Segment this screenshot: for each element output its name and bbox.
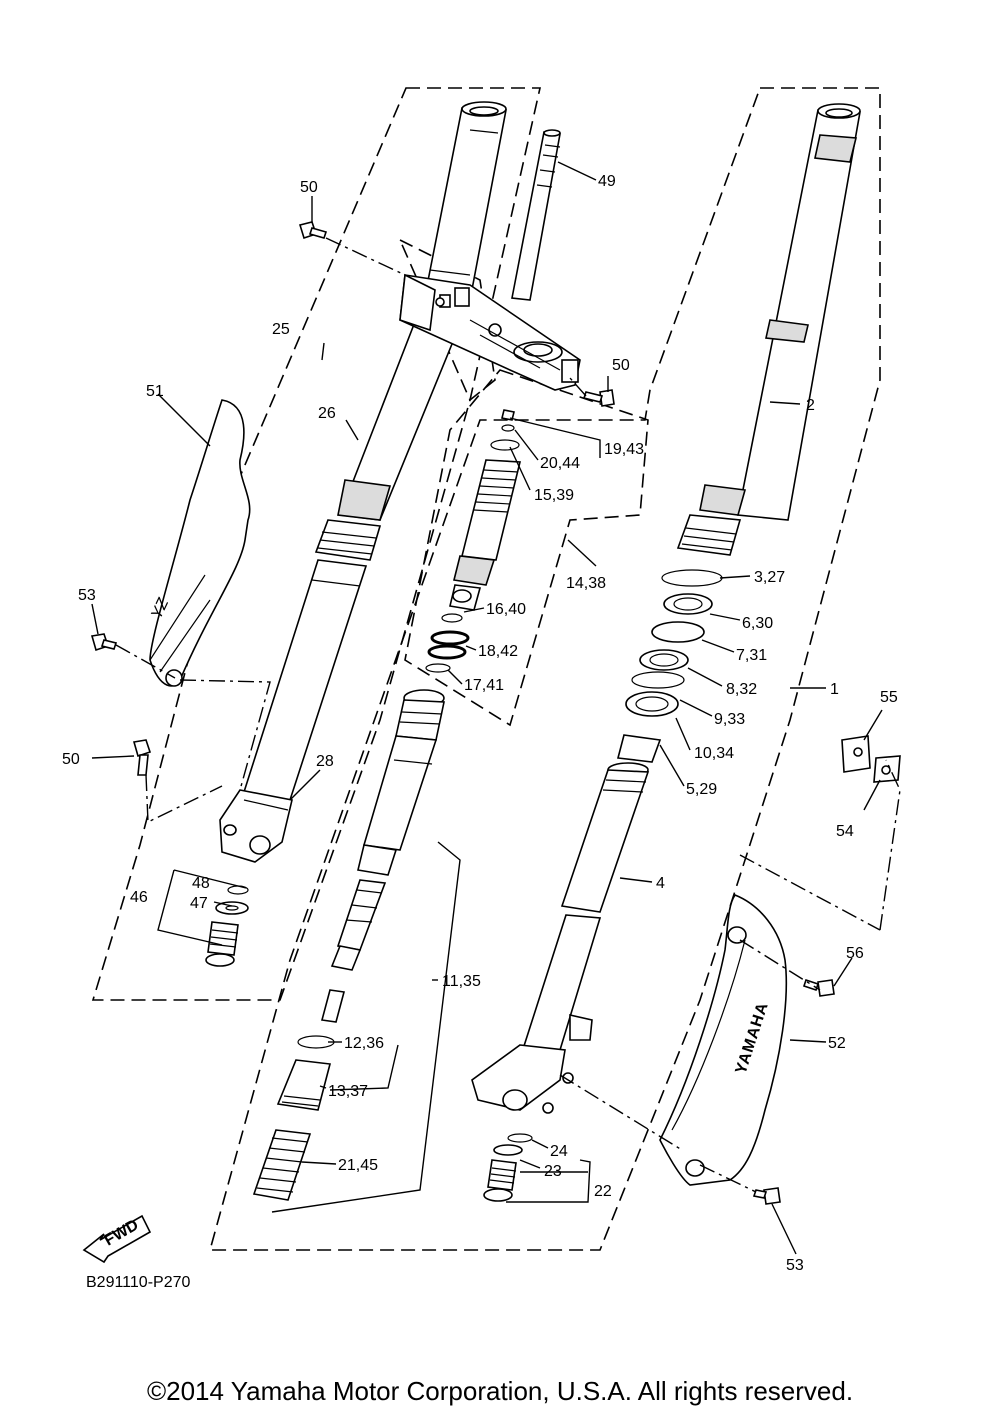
label-20-44: 20,44: [540, 455, 580, 472]
assembly-line-56: [739, 759, 901, 991]
label-51: 51: [146, 383, 164, 400]
cartridge-11-35: [252, 689, 445, 1201]
label-2: 2: [806, 397, 815, 414]
fwd-arrow-icon: FWD: [82, 1214, 152, 1264]
label-1: 1: [830, 681, 839, 698]
label-49: 49: [598, 173, 616, 190]
assembly-line-50-left: [145, 774, 223, 824]
lower-bolt-46: [205, 885, 249, 967]
label-10-34: 10,34: [694, 745, 734, 762]
group-outline-14-38: [404, 369, 649, 727]
assembly-line-51: [115, 644, 271, 791]
label-53-left: 53: [78, 587, 96, 604]
label-13-37: 13,37: [328, 1083, 368, 1100]
seals-right: [616, 569, 723, 763]
fork-guard-52: YAMAHA: [659, 894, 788, 1186]
label-50-right: 50: [612, 357, 630, 374]
label-26: 26: [318, 405, 336, 422]
assembly-line-52: [559, 1074, 683, 1151]
label-16-40: 16,40: [486, 601, 526, 618]
axle-bracket-28: [219, 789, 293, 863]
callout-labels: 50 49 25 50 51 2 26 19,43 20,44 15,39 3,…: [62, 173, 898, 1274]
label-52: 52: [828, 1035, 846, 1052]
figure-code: B291110-P270: [86, 1274, 190, 1291]
bolt-53-right: [752, 1187, 781, 1205]
assembly-line-50-top: [325, 237, 406, 276]
label-8-32: 8,32: [726, 681, 757, 698]
bolt-50-top: [298, 221, 328, 240]
inner-tube-4: [471, 762, 650, 1114]
assembly-line-53-right: [699, 1164, 757, 1193]
group-outline-1: [208, 87, 881, 1251]
label-46: 46: [130, 889, 148, 906]
label-21-45: 21,45: [338, 1157, 378, 1174]
label-18-42: 18,42: [478, 643, 518, 660]
steering-stem-49: [511, 129, 561, 301]
label-56: 56: [846, 945, 864, 962]
bolt-50-left: [132, 739, 152, 776]
label-4: 4: [656, 875, 665, 892]
triple-clamp: [399, 273, 581, 391]
label-14-38: 14,38: [566, 575, 606, 592]
label-22: 22: [594, 1183, 612, 1200]
label-53-right: 53: [786, 1257, 804, 1274]
outer-tube-2: [676, 103, 861, 556]
label-23: 23: [544, 1163, 562, 1180]
bracket-54: [873, 755, 901, 783]
label-25: 25: [272, 321, 290, 338]
lower-bolt-22: [483, 1133, 533, 1202]
assembly-line-50-right: [569, 377, 587, 397]
label-9-33: 9,33: [714, 711, 745, 728]
bolt-53-left: [90, 633, 118, 652]
label-11-35: 11,35: [442, 973, 481, 990]
label-24: 24: [550, 1143, 568, 1160]
label-6-30: 6,30: [742, 615, 773, 632]
bolt-50-right: [582, 389, 615, 407]
leader-lines: [91, 161, 883, 1255]
label-28: 28: [316, 753, 334, 770]
label-15-39: 15,39: [534, 487, 574, 504]
label-7-31: 7,31: [736, 647, 767, 664]
label-19-43: 19,43: [604, 441, 644, 458]
fork-guard-51: YZ: [148, 399, 251, 687]
label-50-left: 50: [62, 751, 80, 768]
label-5-29: 5,29: [686, 781, 717, 798]
damper-parts: [425, 409, 522, 673]
label-3-27: 3,27: [754, 569, 785, 586]
label-12-36: 12,36: [344, 1035, 384, 1052]
label-55: 55: [880, 689, 898, 706]
label-54: 54: [836, 823, 854, 840]
outer-tube-26: [242, 101, 507, 801]
label-17-41: 17,41: [464, 677, 504, 694]
label-47: 47: [190, 895, 208, 912]
label-48: 48: [192, 875, 210, 892]
copyright-notice: ©2014 Yamaha Motor Corporation, U.S.A. A…: [146, 1376, 854, 1406]
label-50-top: 50: [300, 179, 318, 196]
bracket-55: [841, 735, 871, 773]
